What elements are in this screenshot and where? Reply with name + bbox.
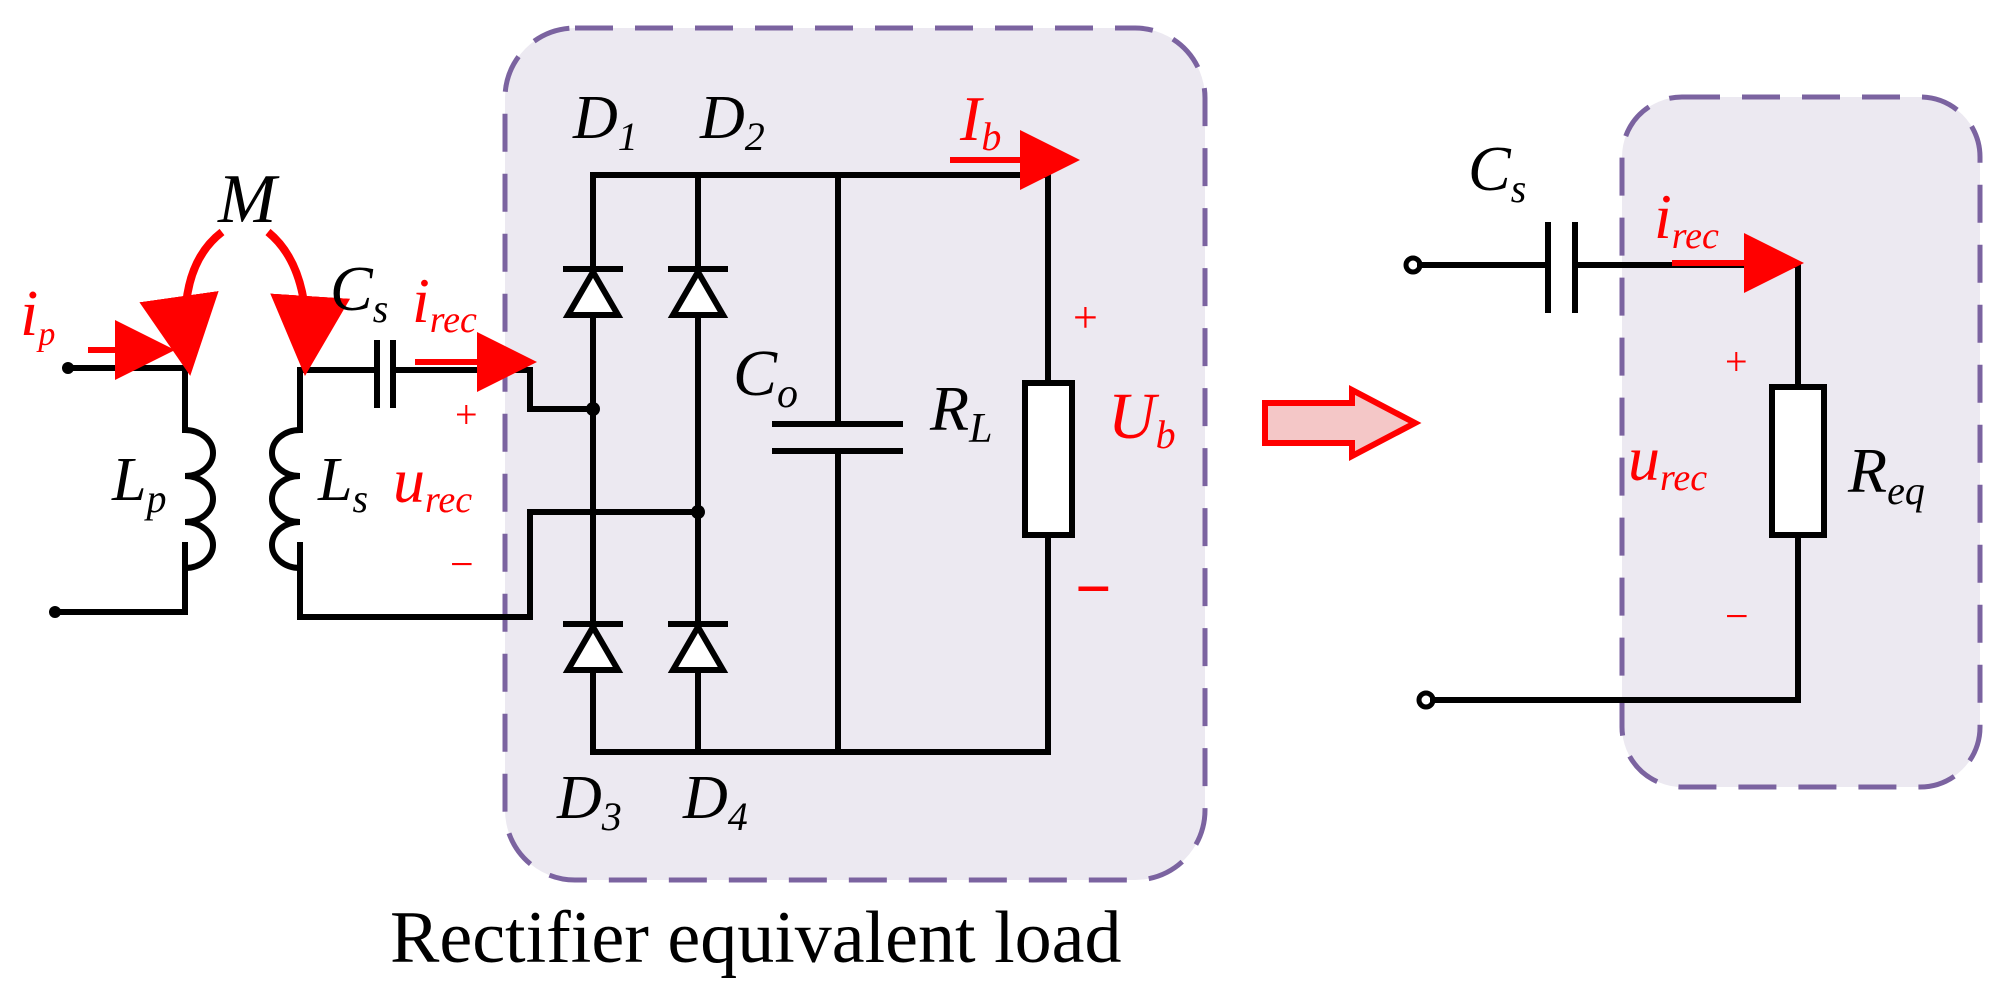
diode-d2 bbox=[667, 266, 729, 318]
label-d1: D1 bbox=[572, 84, 638, 159]
sign-minus-ub: − bbox=[1075, 553, 1111, 624]
node-right bbox=[691, 505, 705, 519]
caption: Rectifier equivalent load bbox=[390, 897, 1121, 979]
label-co: Co bbox=[733, 337, 798, 417]
label-d2: D2 bbox=[699, 84, 765, 159]
label-d3: D3 bbox=[556, 764, 622, 839]
m-arrow-left-icon bbox=[139, 228, 225, 376]
label-ls: Ls bbox=[317, 446, 368, 521]
sign-plus-left: + bbox=[455, 392, 478, 437]
label-urec-left: urec bbox=[393, 445, 472, 521]
diode-d1 bbox=[562, 266, 624, 318]
m-arrow-right-icon bbox=[265, 228, 351, 376]
sign-minus-right: − bbox=[1725, 594, 1749, 640]
label-d4: D4 bbox=[682, 764, 748, 839]
label-req: Req bbox=[1847, 435, 1925, 513]
label-m: M bbox=[217, 161, 280, 238]
transform-arrow-icon bbox=[1262, 385, 1422, 461]
wire-secondary-bottom bbox=[297, 509, 701, 620]
wire-right-bottom bbox=[1430, 532, 1801, 703]
label-ip: ip bbox=[20, 277, 55, 353]
wire-primary-bottom bbox=[52, 542, 188, 615]
wire-secondary-top bbox=[297, 367, 378, 433]
secondary-inductor bbox=[269, 426, 304, 572]
label-ub: Ub bbox=[1108, 380, 1176, 457]
label-urec-right: urec bbox=[1628, 423, 1707, 499]
diode-d3 bbox=[562, 621, 624, 673]
sign-minus-left: − bbox=[450, 542, 474, 588]
label-rl: RL bbox=[929, 373, 992, 452]
sign-plus-right: + bbox=[1725, 339, 1748, 384]
label-ib: Ib bbox=[959, 83, 1001, 159]
wire-primary-top bbox=[65, 365, 188, 433]
diode-d4 bbox=[667, 621, 729, 673]
sign-plus-ub: + bbox=[1073, 293, 1098, 342]
label-cs-right: Cs bbox=[1468, 133, 1526, 211]
label-irec-left: irec bbox=[412, 265, 477, 341]
label-cs-left: Cs bbox=[330, 253, 388, 331]
label-irec-right: irec bbox=[1654, 181, 1719, 257]
resistor-rl bbox=[1022, 380, 1075, 538]
resistor-req bbox=[1769, 384, 1827, 538]
label-lp: Lp bbox=[111, 446, 166, 521]
node-left bbox=[586, 402, 600, 416]
primary-inductor bbox=[181, 426, 216, 572]
